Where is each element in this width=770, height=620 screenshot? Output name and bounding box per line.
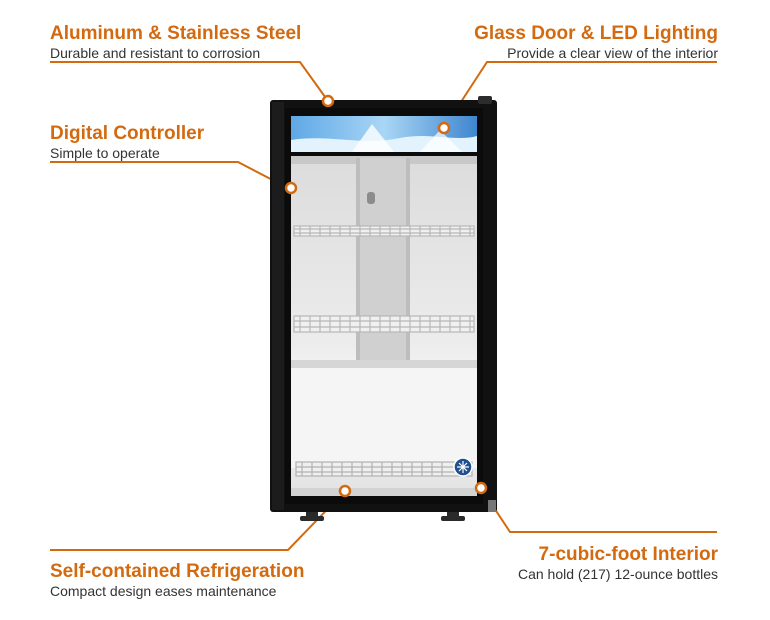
marker-digital	[284, 181, 298, 195]
callout-glass: Glass Door & LED Lighting Provide a clea…	[474, 23, 718, 62]
callout-refrigeration: Self-contained Refrigeration Compact des…	[50, 561, 304, 600]
thermostat-dial	[367, 192, 375, 204]
callout-steel: Aluminum & Stainless Steel Durable and r…	[50, 23, 301, 62]
door-hinge	[488, 500, 496, 512]
callout-glass-description: Provide a clear view of the interior	[507, 45, 718, 61]
top-knob	[478, 96, 492, 104]
callout-steel-title: Aluminum & Stainless Steel	[50, 23, 302, 44]
callout-digital-title: Digital Controller	[50, 123, 205, 144]
leader-interior	[480, 487, 717, 533]
callout-digital-description: Simple to operate	[50, 145, 160, 161]
led-header-banner	[291, 116, 477, 152]
callout-steel-description: Durable and resistant to corrosion	[50, 45, 261, 61]
snowflake-logo-badge-icon	[453, 457, 473, 477]
wire-shelf-middle	[293, 315, 475, 333]
marker-steel	[321, 94, 335, 108]
callout-interior-description: Can hold (217) 12-ounce bottles	[517, 566, 718, 582]
callout-refrigeration-title: Self-contained Refrigeration	[50, 561, 305, 582]
leader-digital	[50, 161, 289, 189]
wire-shelf-bottom	[295, 461, 473, 477]
marker-refrigeration	[338, 484, 352, 498]
fridge-feet	[300, 510, 465, 521]
callout-markers	[284, 94, 488, 498]
callout-digital: Digital Controller Simple to operate	[50, 123, 204, 162]
callout-interior-title: 7-cubic-foot Interior	[538, 544, 718, 565]
callout-interior: 7-cubic-foot Interior Can hold (217) 12-…	[518, 544, 718, 583]
marker-interior	[474, 481, 488, 495]
wire-shelf-top	[293, 225, 475, 237]
callout-glass-title: Glass Door & LED Lighting	[474, 23, 718, 44]
marker-glass	[437, 121, 451, 135]
callout-refrigeration-description: Compact design eases maintenance	[50, 583, 277, 599]
leader-steel	[50, 61, 329, 102]
